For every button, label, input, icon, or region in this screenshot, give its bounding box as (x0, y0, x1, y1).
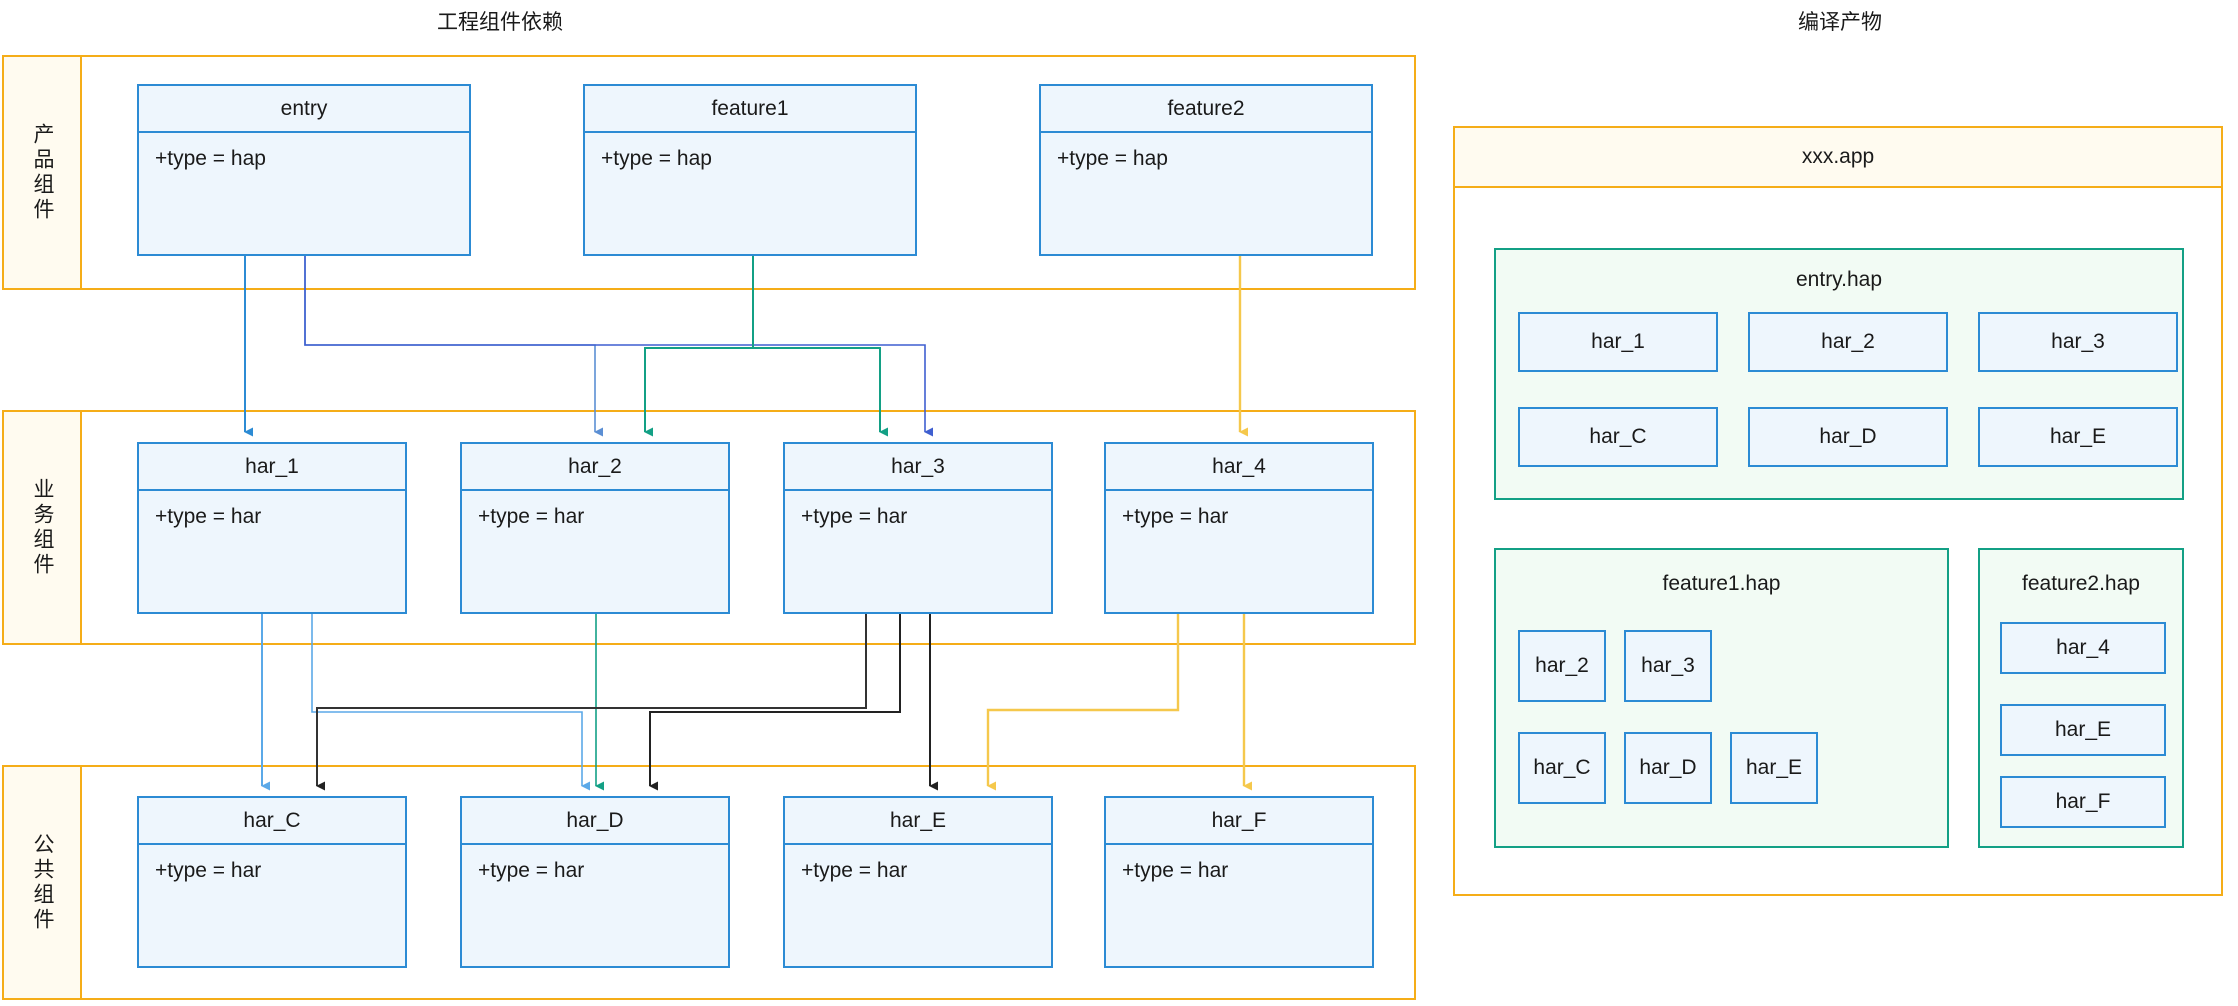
component-har-4[interactable]: har_4 +type = har (1104, 442, 1374, 614)
component-har-c-name: har_C (139, 798, 405, 845)
hap-feature1-har-d[interactable]: har_D (1624, 732, 1712, 804)
right-panel-title: 编译产物 (1798, 11, 1882, 34)
component-har-3[interactable]: har_3 +type = har (783, 442, 1053, 614)
hap-entry-har-d[interactable]: har_D (1748, 407, 1948, 467)
component-har-e-name: har_E (785, 798, 1051, 845)
hap-entry[interactable]: entry.hap har_1 har_2 har_3 har_C har_D … (1494, 248, 2184, 500)
component-har-d-name: har_D (462, 798, 728, 845)
component-har-3-name: har_3 (785, 444, 1051, 491)
component-har-1-type: +type = har (155, 505, 262, 528)
component-har-c[interactable]: har_C +type = har (137, 796, 407, 968)
component-har-e-type: +type = har (801, 859, 908, 882)
component-feature1-type: +type = hap (601, 147, 712, 170)
component-entry[interactable]: entry +type = hap (137, 84, 471, 256)
hap-feature1-har-e[interactable]: har_E (1730, 732, 1818, 804)
left-panel-title: 工程组件依赖 (437, 11, 563, 34)
component-har-2-name: har_2 (462, 444, 728, 491)
component-feature2[interactable]: feature2 +type = hap (1039, 84, 1373, 256)
artifact-app-header: xxx.app (1453, 126, 2223, 188)
component-har-c-type: +type = har (155, 859, 262, 882)
hap-entry-har-2[interactable]: har_2 (1748, 312, 1948, 372)
component-entry-type: +type = hap (155, 147, 266, 170)
component-har-d[interactable]: har_D +type = har (460, 796, 730, 968)
artifact-app-name: xxx.app (1801, 145, 1875, 168)
component-har-1-name: har_1 (139, 444, 405, 491)
component-har-f-name: har_F (1106, 798, 1372, 845)
hap-feature1[interactable]: feature1.hap har_2 har_3 har_C har_D har… (1494, 548, 1949, 848)
component-feature2-name: feature2 (1041, 86, 1371, 133)
hap-entry-har-c[interactable]: har_C (1518, 407, 1718, 467)
hap-entry-har-e[interactable]: har_E (1978, 407, 2178, 467)
component-feature1[interactable]: feature1 +type = hap (583, 84, 917, 256)
hap-feature1-har-3[interactable]: har_3 (1624, 630, 1712, 702)
component-feature1-name: feature1 (585, 86, 915, 133)
hap-feature2-title: feature2.hap (2022, 572, 2140, 595)
component-har-f[interactable]: har_F +type = har (1104, 796, 1374, 968)
component-har-4-type: +type = har (1122, 505, 1229, 528)
lane-label-business: 业务组件 (2, 410, 82, 645)
hap-entry-title: entry.hap (1796, 268, 1882, 291)
component-har-e[interactable]: har_E +type = har (783, 796, 1053, 968)
hap-feature2-har-e[interactable]: har_E (2000, 704, 2166, 756)
component-har-4-name: har_4 (1106, 444, 1372, 491)
hap-feature1-har-2[interactable]: har_2 (1518, 630, 1606, 702)
hap-feature2-har-f[interactable]: har_F (2000, 776, 2166, 828)
component-har-f-type: +type = har (1122, 859, 1229, 882)
hap-feature1-title: feature1.hap (1662, 572, 1781, 595)
lane-label-business-text: 业务组件 (31, 477, 55, 578)
lane-label-public: 公共组件 (2, 765, 82, 1000)
hap-entry-har-3[interactable]: har_3 (1978, 312, 2178, 372)
hap-feature2-har-4[interactable]: har_4 (2000, 622, 2166, 674)
component-har-d-type: +type = har (478, 859, 585, 882)
lane-label-product: 产品组件 (2, 55, 82, 290)
component-entry-name: entry (139, 86, 469, 133)
component-har-3-type: +type = har (801, 505, 908, 528)
hap-feature2[interactable]: feature2.hap har_4 har_E har_F (1978, 548, 2184, 848)
component-feature2-type: +type = hap (1057, 147, 1168, 170)
hap-entry-har-1[interactable]: har_1 (1518, 312, 1718, 372)
hap-feature1-har-c[interactable]: har_C (1518, 732, 1606, 804)
lane-label-product-text: 产品组件 (31, 122, 55, 223)
lane-label-public-text: 公共组件 (31, 832, 55, 933)
component-har-2-type: +type = har (478, 505, 585, 528)
component-har-1[interactable]: har_1 +type = har (137, 442, 407, 614)
component-har-2[interactable]: har_2 +type = har (460, 442, 730, 614)
